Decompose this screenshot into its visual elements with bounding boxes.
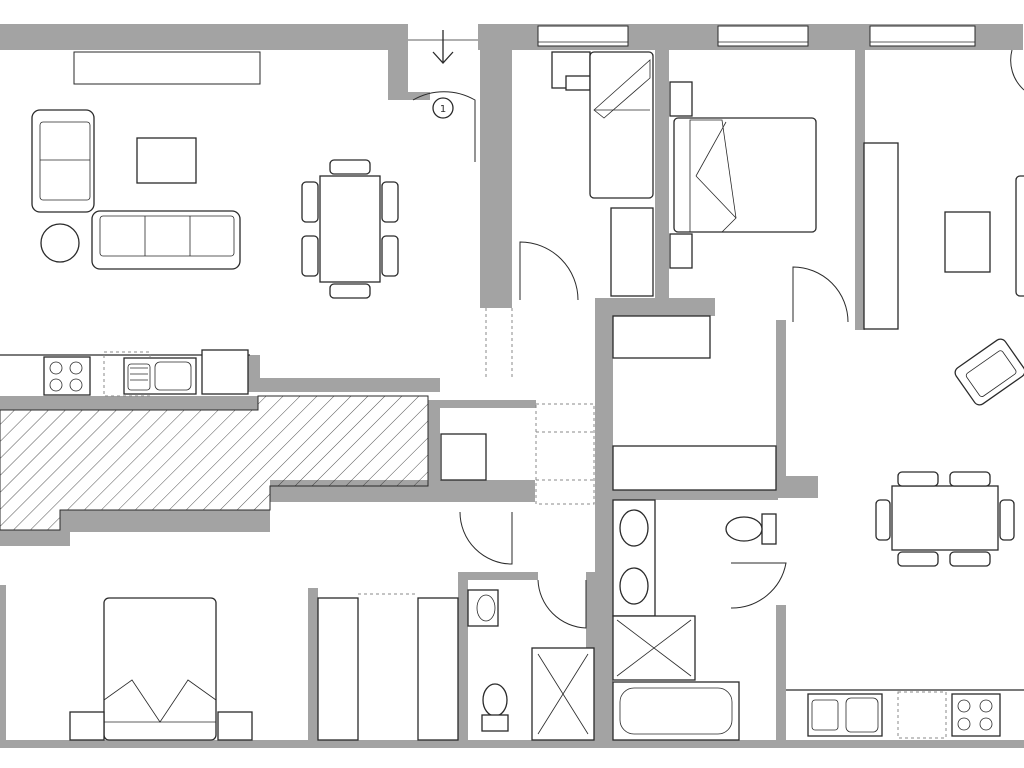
round-pouf — [40, 223, 80, 263]
wall-right-stub — [776, 476, 818, 498]
living-room — [31, 109, 399, 299]
coffee-table-right — [944, 211, 991, 273]
wall-bedroom2-right — [855, 24, 865, 330]
basin-2 — [619, 567, 649, 605]
boiler-unit — [440, 433, 487, 481]
cooktop-left — [43, 356, 91, 396]
wall-stair-stub — [408, 92, 430, 100]
shower-tray-large — [612, 615, 696, 681]
nightstand-top — [669, 81, 693, 117]
wall-kitchen-top — [250, 378, 440, 392]
armchair-right — [954, 338, 1024, 406]
toilet-small — [482, 683, 508, 717]
single-bed — [589, 51, 654, 199]
wardrobe-lower — [317, 593, 459, 741]
loveseat — [31, 109, 95, 213]
wall-stair-left — [388, 24, 408, 100]
wardrobe-single — [610, 207, 654, 297]
windows — [73, 25, 976, 85]
wall-top-corner — [975, 24, 985, 50]
double-bed-top — [673, 117, 817, 233]
bedroom-double — [669, 81, 849, 323]
wall-wardrobe-left — [308, 588, 318, 746]
nightstand-lower-left — [69, 711, 105, 741]
wall-kitchen-nub — [248, 355, 260, 392]
wall-lower-mid — [60, 510, 270, 532]
fridge-left — [201, 349, 249, 395]
wall-bath-top — [610, 490, 778, 500]
stair-entry: 1 — [408, 30, 478, 162]
wall-bedroom1-right — [655, 24, 669, 308]
bathroom-large — [612, 499, 787, 741]
wall-hatch-top — [0, 396, 258, 410]
sofa — [91, 210, 241, 270]
right-room-door-arc — [1010, 49, 1024, 91]
wardrobe-lower-right — [417, 597, 459, 741]
double-bed-lower — [103, 597, 217, 741]
bedroom-double-door[interactable] — [792, 266, 849, 323]
bedroom-single — [519, 51, 654, 301]
toilet-large — [725, 516, 763, 542]
bedroom-lower — [69, 511, 513, 741]
right-room — [863, 49, 1024, 567]
wardrobe-top — [612, 315, 711, 359]
wall-lower-left — [0, 530, 70, 546]
bathroom-small-door-arc[interactable] — [537, 579, 587, 629]
wardrobe-lower-left — [317, 597, 359, 741]
wall-bath-small-top — [458, 572, 538, 580]
toilet-tank-large — [761, 513, 777, 545]
dining-chairs-left — [301, 159, 399, 299]
wall-bath-right — [776, 605, 786, 745]
closet-unit — [440, 308, 595, 505]
window-right-room — [869, 25, 976, 47]
wardrobe-hall — [612, 315, 777, 491]
sofa-right-edge — [1015, 175, 1024, 297]
nightstand-lower-right — [217, 711, 253, 741]
stair-marker — [432, 97, 454, 119]
kitchen-right — [786, 689, 1024, 739]
hatched-void-area — [0, 395, 429, 531]
bathroom-large-door-arc[interactable] — [730, 562, 787, 609]
basin-1 — [619, 509, 649, 547]
desk-chair — [565, 75, 591, 91]
window-bedroom-double — [717, 25, 809, 47]
toilet-tank-small — [481, 714, 509, 732]
wall-bottom — [0, 740, 1024, 748]
bedroom-lower-door-arc[interactable] — [459, 511, 513, 565]
sink-left — [123, 357, 197, 395]
wall-far-left — [0, 585, 6, 745]
bathroom-small — [467, 579, 595, 741]
dining-table-right — [891, 485, 999, 551]
wall-hatch-right — [428, 400, 440, 486]
tv-cabinet-right — [863, 142, 899, 330]
coffee-table — [136, 137, 197, 184]
dining-table-left — [319, 175, 381, 283]
kitchen-left — [0, 349, 250, 397]
bathtub — [612, 681, 740, 741]
wall-right-room-left — [776, 320, 786, 480]
nightstand-bottom — [669, 233, 693, 269]
bedroom-single-door[interactable] — [519, 241, 579, 301]
wall-corridor-center — [595, 298, 613, 746]
wardrobe-bottom — [612, 445, 777, 491]
wall-bath-small-left — [458, 572, 468, 746]
stair-label: 1 — [440, 104, 446, 115]
tv-unit — [73, 51, 261, 85]
wall-top-left — [0, 24, 408, 50]
wall-bedroom1-left — [480, 24, 512, 308]
window-bedroom-single — [537, 25, 629, 47]
entry-door[interactable] — [412, 91, 476, 162]
sink-right — [807, 693, 883, 737]
wall-corridor-top — [595, 298, 715, 316]
dining-chairs-right — [875, 471, 1015, 567]
wall-closet-top — [428, 400, 536, 408]
cooktop-right — [951, 693, 1001, 737]
dishwasher-right-outline — [897, 691, 947, 739]
